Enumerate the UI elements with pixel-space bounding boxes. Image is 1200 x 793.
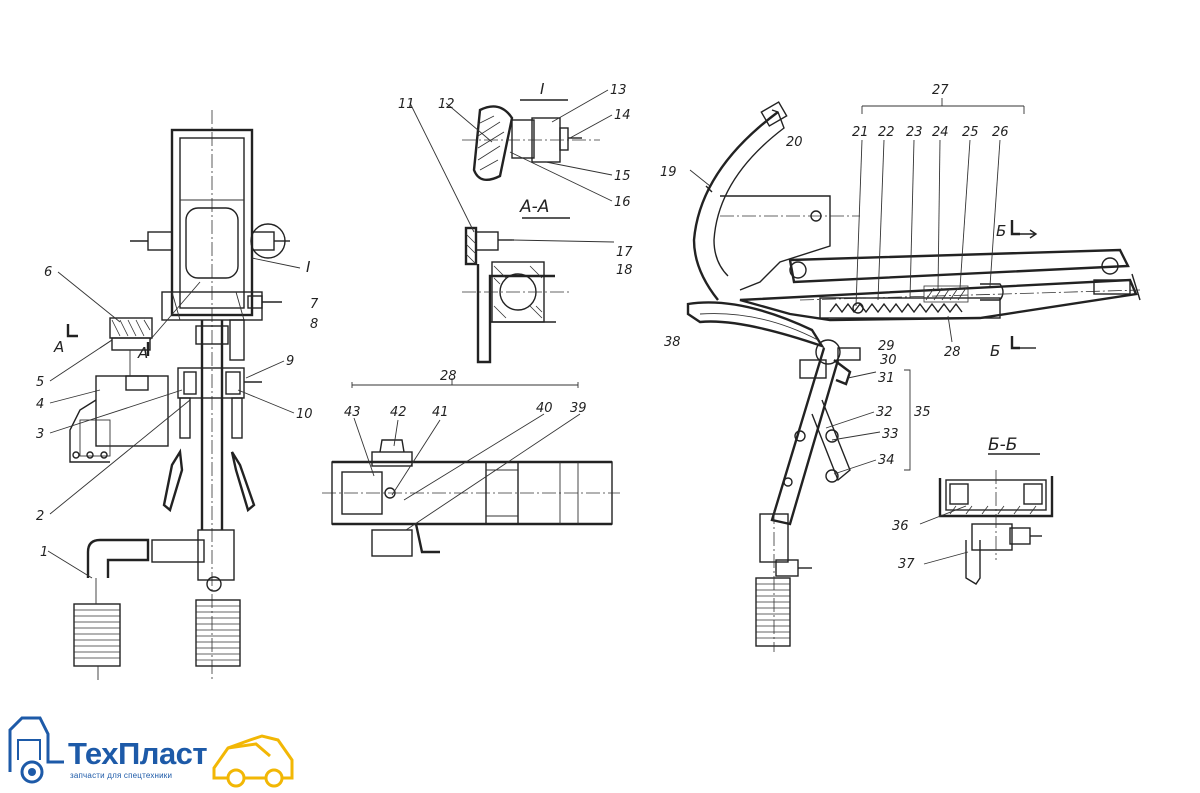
callout-6: 6 [44,265,52,280]
callout-17: 17 [616,245,633,260]
callout-38: 38 [664,335,681,350]
callout-14: 14 [614,108,631,123]
section-BB-title: Б-Б [988,435,1017,455]
callout-12: 12 [438,97,455,112]
callout-28-right: 28 [944,345,961,360]
callout-16: 16 [614,195,631,210]
callout-numbers: 1 2 3 4 5 6 7 8 9 10 11 12 13 14 15 16 1… [36,83,1009,572]
callout-25: 25 [962,125,979,140]
logo-mark [8,716,294,788]
callout-29: 29 [878,339,895,354]
callout-7: 7 [310,297,319,312]
callout-36: 36 [892,519,909,534]
callout-13: 13 [610,83,627,98]
callout-19: 19 [660,165,677,180]
callout-15: 15 [614,169,631,184]
side-view-assembly [686,98,1141,652]
callout-3: 3 [36,427,44,442]
callout-20: 20 [786,135,803,150]
callout-34: 34 [878,453,895,468]
logo-wordmark: ТехПласт [68,736,208,771]
callout-37: 37 [898,557,915,572]
callout-10: 10 [296,407,313,422]
callout-9: 9 [286,354,294,369]
detail-view-I [445,89,613,202]
callout-43: 43 [344,405,361,420]
callout-24: 24 [932,125,949,140]
callout-42: 42 [390,405,407,420]
section-marks: I I А-А Б-Б А А Б Б [53,80,1017,455]
callout-8: 8 [310,317,318,332]
callout-39: 39 [570,401,587,416]
callout-28-left: 28 [440,369,457,384]
callout-18: 18 [616,263,633,278]
section-B-B [919,453,1054,585]
callout-41: 41 [432,405,449,420]
linkage-assembly-28 [322,378,620,557]
callout-30: 30 [880,353,897,368]
view-I-title: I [540,80,545,98]
front-view-assembly [47,110,301,680]
cut-mark-B-bottom: Б [990,342,1000,360]
callout-23: 23 [906,125,923,140]
callout-11: 11 [398,97,415,112]
callout-2: 2 [36,509,44,524]
cut-mark-A-left: А [53,338,64,356]
callout-27: 27 [932,83,949,98]
callout-35: 35 [914,405,931,420]
callout-31: 31 [878,371,895,386]
view-I-callout: I [306,258,311,276]
callout-22: 22 [878,125,895,140]
logo-tagline: запчасти для спецтехники [70,771,173,780]
callout-1: 1 [40,545,48,560]
cut-mark-A-right: А [137,344,148,362]
section-AA-title: А-А [519,197,549,217]
callout-32: 32 [876,405,893,420]
cut-mark-B-top: Б [996,222,1006,240]
section-A-A [409,102,615,364]
callout-40: 40 [536,401,553,416]
callout-33: 33 [882,427,899,442]
callout-21: 21 [852,125,869,140]
callout-5: 5 [36,375,44,390]
callout-4: 4 [36,397,44,412]
callout-26: 26 [992,125,1009,140]
